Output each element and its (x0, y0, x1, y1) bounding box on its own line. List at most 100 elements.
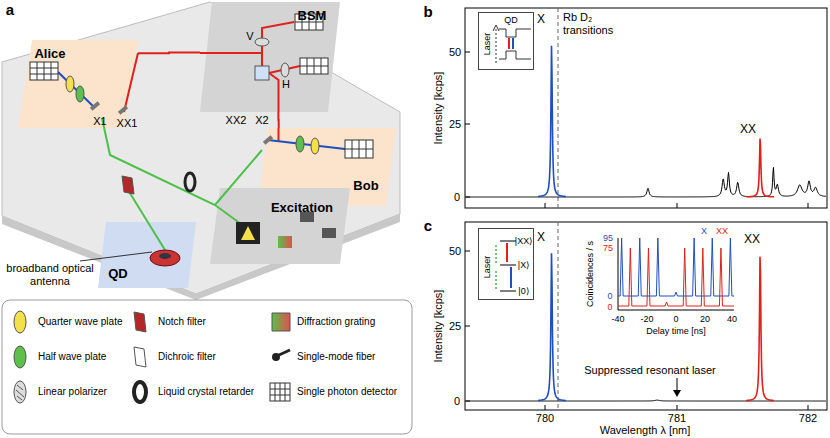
node-text: X (701, 226, 707, 236)
legend-text: Quarter wave plate (38, 316, 123, 328)
illustration-part (500, 241, 516, 291)
node-text: |0⟩ (518, 286, 529, 296)
node-text: Alice (34, 47, 65, 62)
illustration-part (66, 76, 74, 92)
illustration-part (2, 2, 400, 294)
spectrum-line (538, 46, 566, 197)
illustration-part (255, 38, 269, 46)
label-text: 0 (454, 191, 460, 204)
illustration-part (200, 2, 340, 112)
label-text: c (424, 217, 432, 234)
illustration-part (255, 66, 269, 80)
node-text: 20 (700, 314, 710, 324)
illustration-part (618, 238, 734, 310)
illustration-part (159, 253, 171, 259)
illustration-part (278, 236, 292, 248)
label-text: 25 (449, 118, 461, 131)
legend-text: Linear polarizer (38, 386, 107, 398)
node-text: 0 (607, 291, 612, 301)
label-text: X (537, 231, 545, 245)
spectrum-line (466, 167, 826, 197)
label-text: broadband optical antenna (4, 262, 96, 287)
illustration-part (496, 27, 497, 63)
inset-box: Coincidences / s957500XXX-40-2002040Dela… (582, 226, 742, 338)
label-text: 25 (449, 320, 461, 333)
illustration-part (134, 312, 146, 332)
illustration-part (465, 52, 808, 410)
label-text: 782 (799, 412, 817, 425)
illustration-part (465, 8, 827, 208)
illustration-part (345, 140, 373, 158)
illustration-part (618, 248, 734, 306)
label-text: 50 (449, 46, 461, 59)
label-text: XX2 (226, 114, 247, 127)
node-text: Laser (482, 256, 492, 279)
label-text: 781 (668, 412, 686, 425)
legend-text: Single photon detector (297, 386, 397, 398)
node-text: Laser (482, 33, 492, 56)
inset-box: QD Laser (478, 12, 534, 70)
illustration-part (300, 58, 328, 74)
label-text: a (6, 1, 14, 18)
legend-text: Dichroic filter (158, 351, 216, 363)
node-text: 0 (673, 314, 678, 324)
illustration-part (185, 173, 195, 191)
illustration-part (270, 383, 290, 401)
node-text: XX (716, 226, 728, 236)
illustration-part (466, 46, 826, 401)
label-text: X2 (255, 114, 268, 127)
illustration-part (495, 244, 497, 289)
node-text: Coincidences / s (585, 241, 595, 307)
illustration-part (673, 390, 681, 397)
label-text: X (537, 13, 545, 27)
illustration-part (558, 8, 559, 410)
illustration-part (2, 300, 412, 434)
legend-text: Diffraction grating (297, 316, 375, 328)
beam-connector (138, 52, 200, 55)
illustration-part (14, 381, 26, 403)
node-text: |X⟩ (518, 260, 530, 270)
node-text: Excitation (271, 201, 333, 216)
label-text: 0 (454, 395, 460, 408)
label-text: XX1 (117, 117, 138, 130)
illustration-part (510, 267, 512, 288)
illustration-part (300, 58, 328, 74)
illustration-part (311, 138, 319, 154)
node-shape (210, 188, 350, 264)
illustration-part (272, 313, 290, 331)
label-text: Suppressed resonant laser (584, 364, 715, 377)
setup-region: Alice (18, 40, 138, 128)
setup-region: QD (98, 222, 196, 288)
illustration-part (98, 222, 196, 288)
spectrum-line (746, 138, 774, 196)
spectrum-line (746, 257, 774, 401)
label-text: XX (740, 123, 756, 137)
node-text: Delay time [ns] (646, 326, 706, 336)
node-text: QD (108, 267, 128, 282)
illustration-part (16, 385, 24, 400)
legend-text: Liquid crystal retarder (158, 386, 254, 398)
illustration-part (279, 350, 290, 355)
illustration-part (14, 346, 26, 368)
illustration-part (506, 243, 508, 262)
illustration-part (150, 250, 180, 266)
illustration-part (14, 311, 26, 333)
illustration-part (345, 140, 373, 158)
label-text: X1 (93, 115, 106, 128)
node-text: 75 (603, 243, 613, 253)
legend-text: Single-mode fiber (297, 351, 375, 363)
illustration-part (241, 226, 255, 240)
node-text: 95 (603, 233, 613, 243)
setup-region: Excitation (210, 188, 350, 264)
illustration-part (134, 382, 146, 402)
illustration-part (296, 136, 304, 152)
label-text: b (423, 3, 432, 20)
setup-region: BSM (200, 2, 340, 112)
illustration-part (465, 222, 827, 410)
label-text: Rb D₂ transitions (563, 11, 635, 36)
legend-text: Notch filter (158, 316, 206, 328)
illustration-part (134, 347, 146, 367)
node-text: QD (504, 15, 518, 25)
illustration-part (122, 176, 134, 194)
